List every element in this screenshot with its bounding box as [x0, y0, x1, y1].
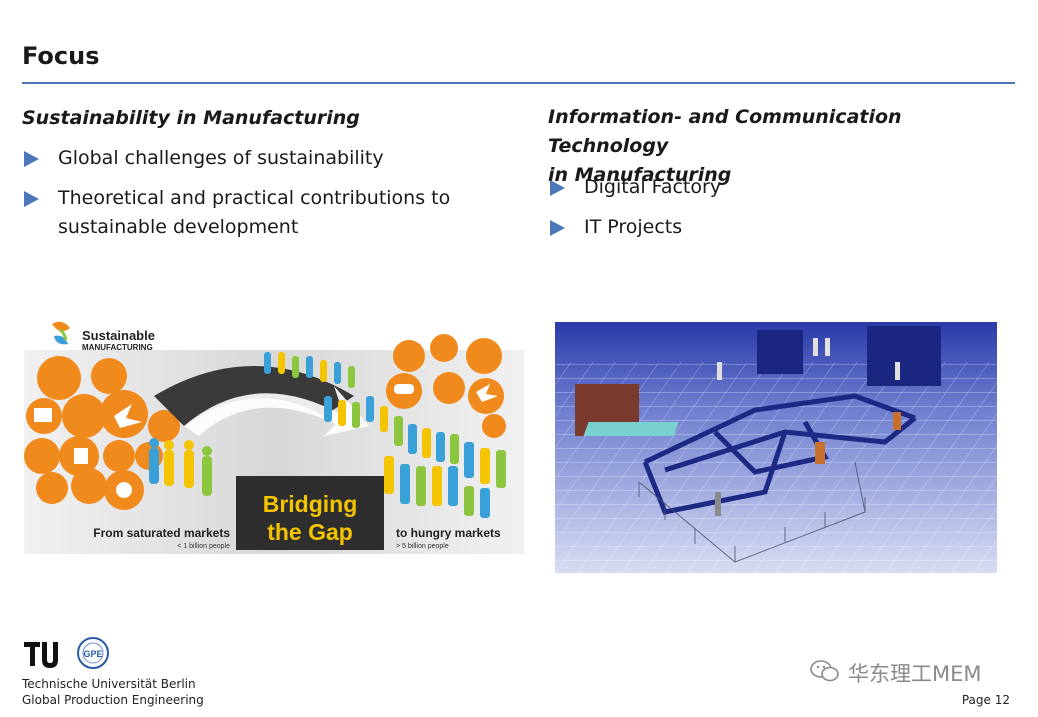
right-caption: to hungry markets	[396, 526, 501, 540]
people-group-left	[149, 438, 212, 496]
right-heading-line-2: in Manufacturing	[548, 164, 732, 186]
bullet-triangle-icon	[550, 180, 565, 196]
control-cabinet	[757, 330, 803, 374]
factory-layout-render	[555, 322, 997, 573]
right-heading-line-1: Information- and Communication Technolog…	[548, 106, 902, 157]
watermark-text: 华东理工MEM	[848, 662, 982, 686]
list-item: Theoretical and practical contributions …	[22, 184, 492, 242]
bridging-gap-illustration: Sustainable MANUFACTURING	[24, 321, 524, 554]
org-name-line-1: Technische Universität Berlin	[22, 677, 196, 691]
list-item: IT Projects	[548, 213, 1008, 242]
bullet-text: IT Projects	[584, 216, 683, 238]
bullet-triangle-icon	[24, 191, 39, 207]
gpe-badge-text: GPE	[83, 649, 102, 659]
logo-line-2: MANUFACTURING	[82, 343, 153, 352]
machine-cabinet	[867, 326, 941, 386]
left-bullet-list: Global challenges of sustainability Theo…	[22, 144, 492, 253]
sustainable-manufacturing-image: Sustainable MANUFACTURING	[24, 316, 524, 554]
robot-arms	[715, 412, 901, 516]
assembly-table	[583, 422, 679, 436]
left-caption: From saturated markets	[93, 526, 230, 540]
tu-berlin-logo	[22, 638, 62, 670]
bullet-text: Theoretical and practical contributions …	[58, 187, 451, 238]
right-column-heading: Information- and Communication Technolog…	[548, 103, 1018, 190]
operators	[717, 338, 900, 380]
bullet-text: Global challenges of sustainability	[58, 147, 384, 169]
center-text-line-2: the Gap	[267, 519, 353, 545]
digital-factory-image	[555, 322, 997, 573]
wechat-icon	[810, 659, 840, 688]
safety-fence	[638, 461, 866, 563]
page-number: Page 12	[961, 693, 1010, 707]
people-group-right	[264, 352, 506, 518]
wechat-watermark: 华东理工MEM	[810, 658, 982, 688]
orange-icon-cluster-right	[386, 334, 506, 438]
bullet-triangle-icon	[24, 151, 39, 167]
bridging-gap-panel	[236, 476, 384, 550]
center-text-line-1: Bridging	[263, 491, 358, 517]
bullet-text: Digital Factory	[584, 176, 722, 198]
left-column-heading: Sustainability in Manufacturing	[22, 107, 360, 129]
org-name-line-2: Global Production Engineering	[22, 693, 204, 707]
list-item: Global challenges of sustainability	[22, 144, 492, 173]
right-subcaption: > 5 billion people	[396, 543, 449, 550]
logo-line-1: Sustainable	[82, 328, 155, 343]
left-subcaption: < 1 billion people	[177, 543, 230, 550]
bullet-triangle-icon	[550, 220, 565, 236]
gpe-logo: GPE	[76, 636, 110, 670]
right-bullet-list: Digital Factory IT Projects	[548, 173, 1008, 253]
sustainable-manufacturing-logo	[52, 321, 70, 345]
list-item: Digital Factory	[548, 173, 1008, 202]
title-divider	[22, 82, 1015, 84]
slide-title: Focus	[22, 42, 100, 70]
